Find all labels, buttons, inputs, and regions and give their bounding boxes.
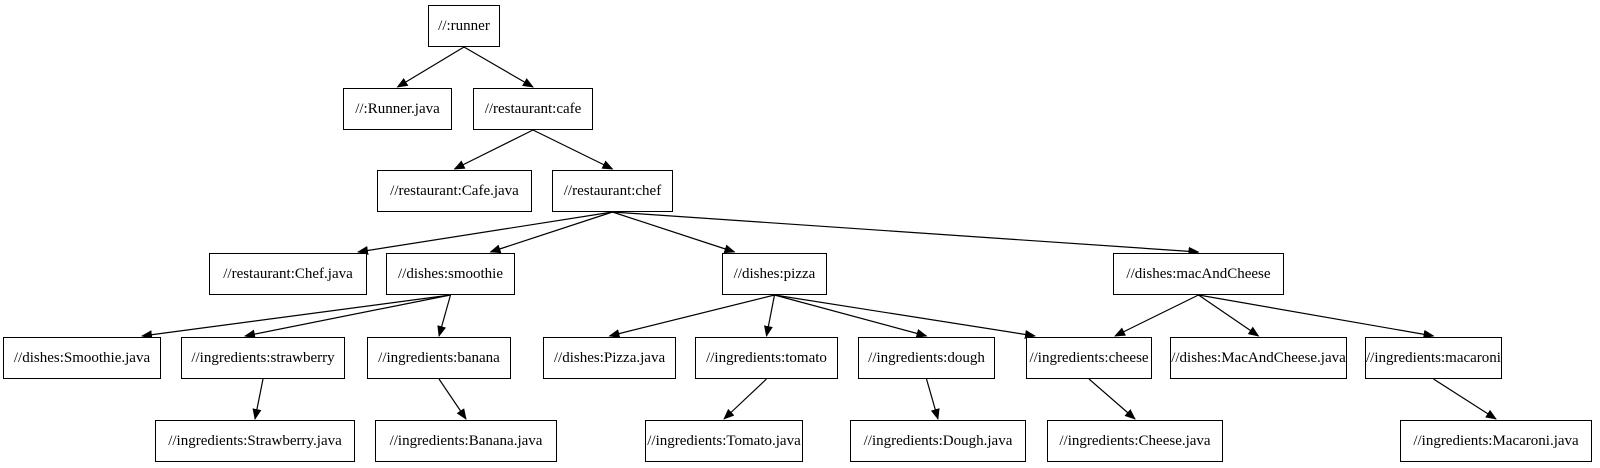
- graph-node-macaroni_java: //ingredients:Macaroni.java: [1400, 420, 1592, 462]
- edge-runner-to-runner_java: [396, 46, 465, 88]
- edge-macandcheese-to-cheese: [1114, 294, 1199, 337]
- graph-node-cheese: //ingredients:cheese: [1026, 337, 1152, 379]
- graph-node-cheese_java: //ingredients:Cheese.java: [1047, 420, 1223, 462]
- edge-pizza-to-tomato: [763, 294, 776, 337]
- graph-node-pizza_java: //dishes:Pizza.java: [543, 337, 676, 379]
- edge-macaroni-to-macaroni_java: [1433, 378, 1497, 420]
- graph-node-tomato_java: //ingredients:Tomato.java: [645, 420, 803, 462]
- graph-node-chef_java: //restaurant:Chef.java: [209, 253, 367, 295]
- edge-pizza-to-cheese: [774, 294, 1036, 339]
- graph-node-smoothie_java: //dishes:Smoothie.java: [3, 337, 161, 379]
- edge-macandcheese-to-macaroni: [1198, 294, 1435, 339]
- graph-node-runner_java: //:Runner.java: [343, 88, 452, 130]
- graph-node-banana: //ingredients:banana: [367, 337, 511, 379]
- edge-chef-to-smoothie: [489, 211, 613, 254]
- edge-chef-to-chef_java: [357, 211, 613, 255]
- edge-cafe-to-cafe_java: [453, 129, 534, 170]
- graph-node-smoothie: //dishes:smoothie: [386, 253, 515, 295]
- graph-node-tomato: //ingredients:tomato: [695, 337, 838, 379]
- graph-node-dough: //ingredients:dough: [858, 337, 995, 379]
- edge-pizza-to-dough: [774, 294, 928, 338]
- edge-smoothie-to-strawberry: [244, 294, 451, 339]
- graph-node-cafe: //restaurant:cafe: [473, 88, 593, 130]
- graph-node-strawberry_java: //ingredients:Strawberry.java: [155, 420, 355, 462]
- edge-chef-to-pizza: [612, 211, 736, 254]
- graph-node-cafe_java: //restaurant:Cafe.java: [377, 170, 532, 212]
- graph-node-dough_java: //ingredients:Dough.java: [850, 420, 1026, 462]
- graph-node-macandcheese_java: //dishes:MacAndCheese.java: [1170, 337, 1347, 379]
- graph-node-macaroni: //ingredients:macaroni: [1365, 337, 1502, 379]
- edge-cheese-to-cheese_java: [1088, 378, 1136, 420]
- edge-pizza-to-pizza_java: [608, 294, 775, 338]
- edge-chef-to-macandcheese: [612, 211, 1200, 256]
- edge-banana-to-banana_java: [438, 378, 467, 420]
- edge-tomato-to-tomato_java: [723, 378, 767, 420]
- graph-node-strawberry: //ingredients:strawberry: [181, 337, 345, 379]
- edge-dough-to-dough_java: [925, 378, 940, 420]
- edge-runner-to-cafe: [463, 46, 534, 88]
- edge-smoothie-to-banana: [437, 294, 452, 337]
- graph-node-chef: //restaurant:chef: [552, 170, 673, 212]
- graph-node-pizza: //dishes:pizza: [722, 253, 827, 295]
- graph-node-macandcheese: //dishes:macAndCheese: [1113, 253, 1284, 295]
- edge-smoothie-to-smoothie_java: [141, 294, 451, 340]
- edge-macandcheese-to-macandcheese_java: [1198, 294, 1260, 337]
- edge-cafe-to-chef: [532, 129, 614, 170]
- edges-group: [141, 46, 1497, 420]
- graph-node-runner: //:runner: [428, 5, 500, 47]
- graph-node-banana_java: //ingredients:Banana.java: [375, 420, 557, 462]
- edge-strawberry-to-strawberry_java: [252, 378, 264, 420]
